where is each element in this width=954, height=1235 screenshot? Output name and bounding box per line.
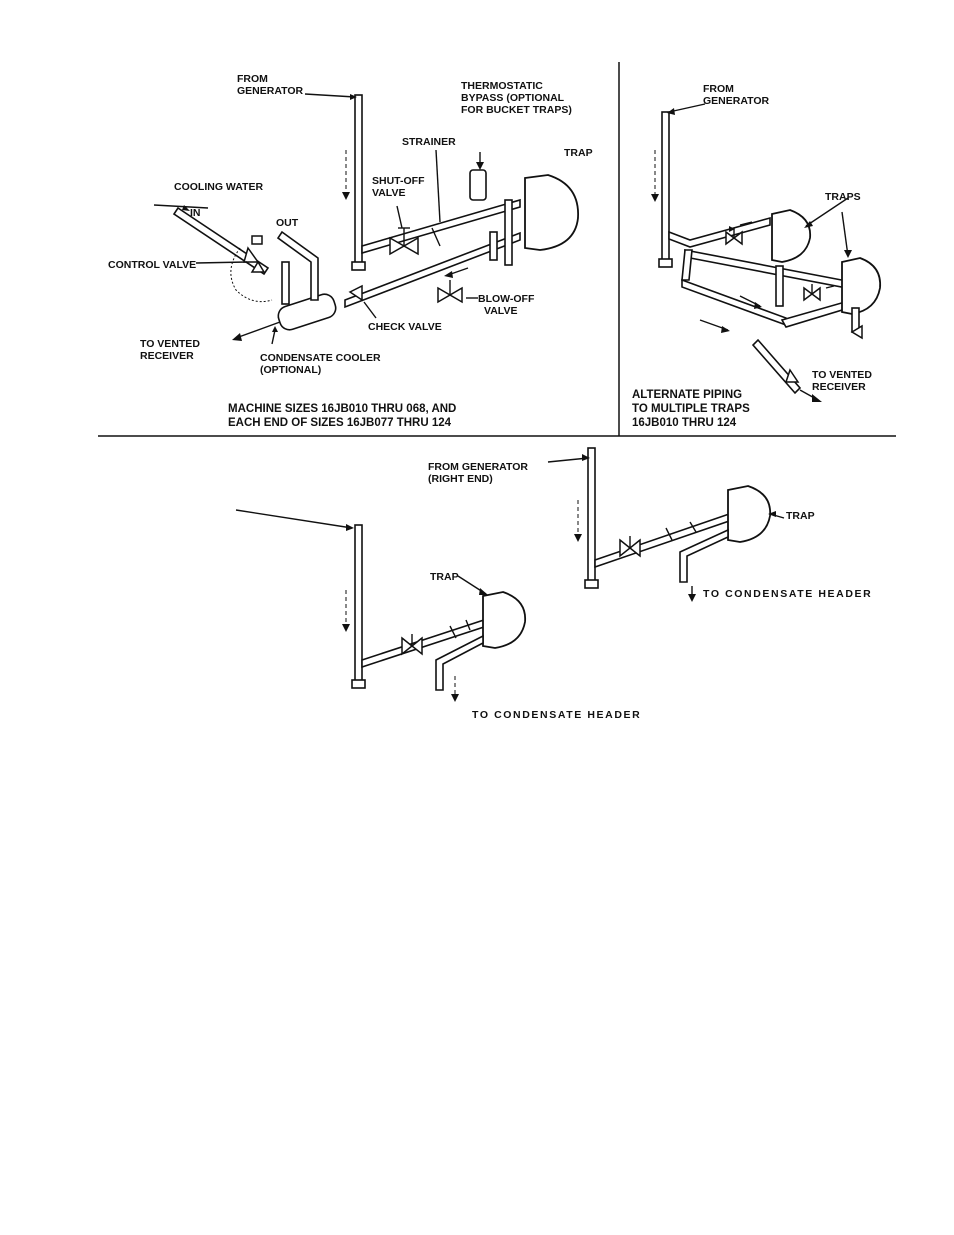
alt-trap-2 — [841, 257, 882, 315]
drip-leg-cap — [351, 261, 366, 271]
alt-generator-drop-pipe — [661, 111, 670, 263]
bottom-label-from-2: (RIGHT END) — [428, 473, 493, 485]
right-trap — [727, 485, 771, 543]
label-from-generator-2: GENERATOR — [237, 85, 304, 97]
alt-caption-3: 16JB010 THRU 124 — [632, 417, 737, 429]
label-out: OUT — [276, 217, 299, 229]
generator-drop-pipe — [354, 94, 363, 266]
label-trap: TRAP — [564, 147, 593, 159]
alt-trap-1 — [771, 209, 812, 263]
label-condensate-cooler-1: CONDENSATE COOLER — [260, 352, 381, 364]
alternate-panel: FROM GENERATOR TRAPS TO VENTED RECEIVER … — [632, 83, 882, 429]
label-thermostatic-3: FOR BUCKET TRAPS) — [461, 104, 572, 116]
label-thermostatic-1: THERMOSTATIC — [461, 80, 543, 92]
alt-label-to-vented-1: TO VENTED — [812, 369, 872, 381]
label-condensate-cooler-2: (OPTIONAL) — [260, 364, 321, 376]
label-cooling-water: COOLING WATER — [174, 181, 263, 193]
bottom-label-trap-left: TRAP — [430, 571, 459, 583]
bottom-label-header-left: TO CONDENSATE HEADER — [472, 709, 641, 721]
alt-label-from-1: FROM — [703, 83, 734, 95]
left-trap — [482, 591, 526, 649]
alt-label-to-vented-2: RECEIVER — [812, 381, 866, 393]
main-caption-1: MACHINE SIZES 16JB010 THRU 068, AND — [228, 403, 456, 415]
label-check-valve: CHECK VALVE — [368, 321, 442, 333]
alt-caption-1: ALTERNATE PIPING — [632, 389, 742, 401]
thermostatic-bypass — [469, 169, 487, 201]
label-blow-off-2: VALVE — [484, 305, 517, 317]
alt-label-traps: TRAPS — [825, 191, 861, 203]
label-strainer: STRAINER — [402, 136, 456, 148]
label-in: IN — [190, 207, 201, 219]
alt-caption-2: TO MULTIPLE TRAPS — [632, 403, 750, 415]
control-valve — [243, 246, 266, 273]
main-panel: FROM GENERATOR THERMOSTATIC BYPASS (OPTI… — [108, 73, 593, 429]
cooling-water-out-pipe — [276, 230, 319, 301]
alt-label-from-2: GENERATOR — [703, 95, 770, 107]
strainer — [431, 227, 441, 247]
cooling-water-in-pipe — [172, 206, 270, 276]
right-generator-drop-pipe — [587, 447, 596, 584]
label-to-vented-1: TO VENTED — [140, 338, 200, 350]
main-caption-2: EACH END OF SIZES 16JB077 THRU 124 — [228, 417, 452, 429]
bottom-label-from-1: FROM GENERATOR — [428, 461, 528, 473]
check-valve — [348, 284, 363, 302]
bottom-label-header-right: TO CONDENSATE HEADER — [703, 588, 872, 600]
trap-body — [524, 174, 579, 251]
bottom-label-trap-right: TRAP — [786, 510, 815, 522]
left-generator-drop-pipe — [354, 524, 363, 684]
label-blow-off-1: BLOW-OFF — [478, 293, 535, 305]
label-control-valve: CONTROL VALVE — [108, 259, 196, 271]
left-pointer-line — [235, 509, 353, 529]
lower-return-pipe — [344, 231, 521, 309]
label-from-generator-1: FROM — [237, 73, 268, 85]
label-shut-off-1: SHUT-OFF — [372, 175, 425, 187]
label-to-vented-2: RECEIVER — [140, 350, 194, 362]
upper-header-pipe — [361, 198, 521, 255]
label-shut-off-2: VALVE — [372, 187, 405, 199]
bottom-panel: FROM GENERATOR (RIGHT END) TRAP TRAP TO … — [235, 447, 872, 721]
condensate-cooler — [277, 293, 337, 331]
label-thermostatic-2: BYPASS (OPTIONAL — [461, 92, 565, 104]
